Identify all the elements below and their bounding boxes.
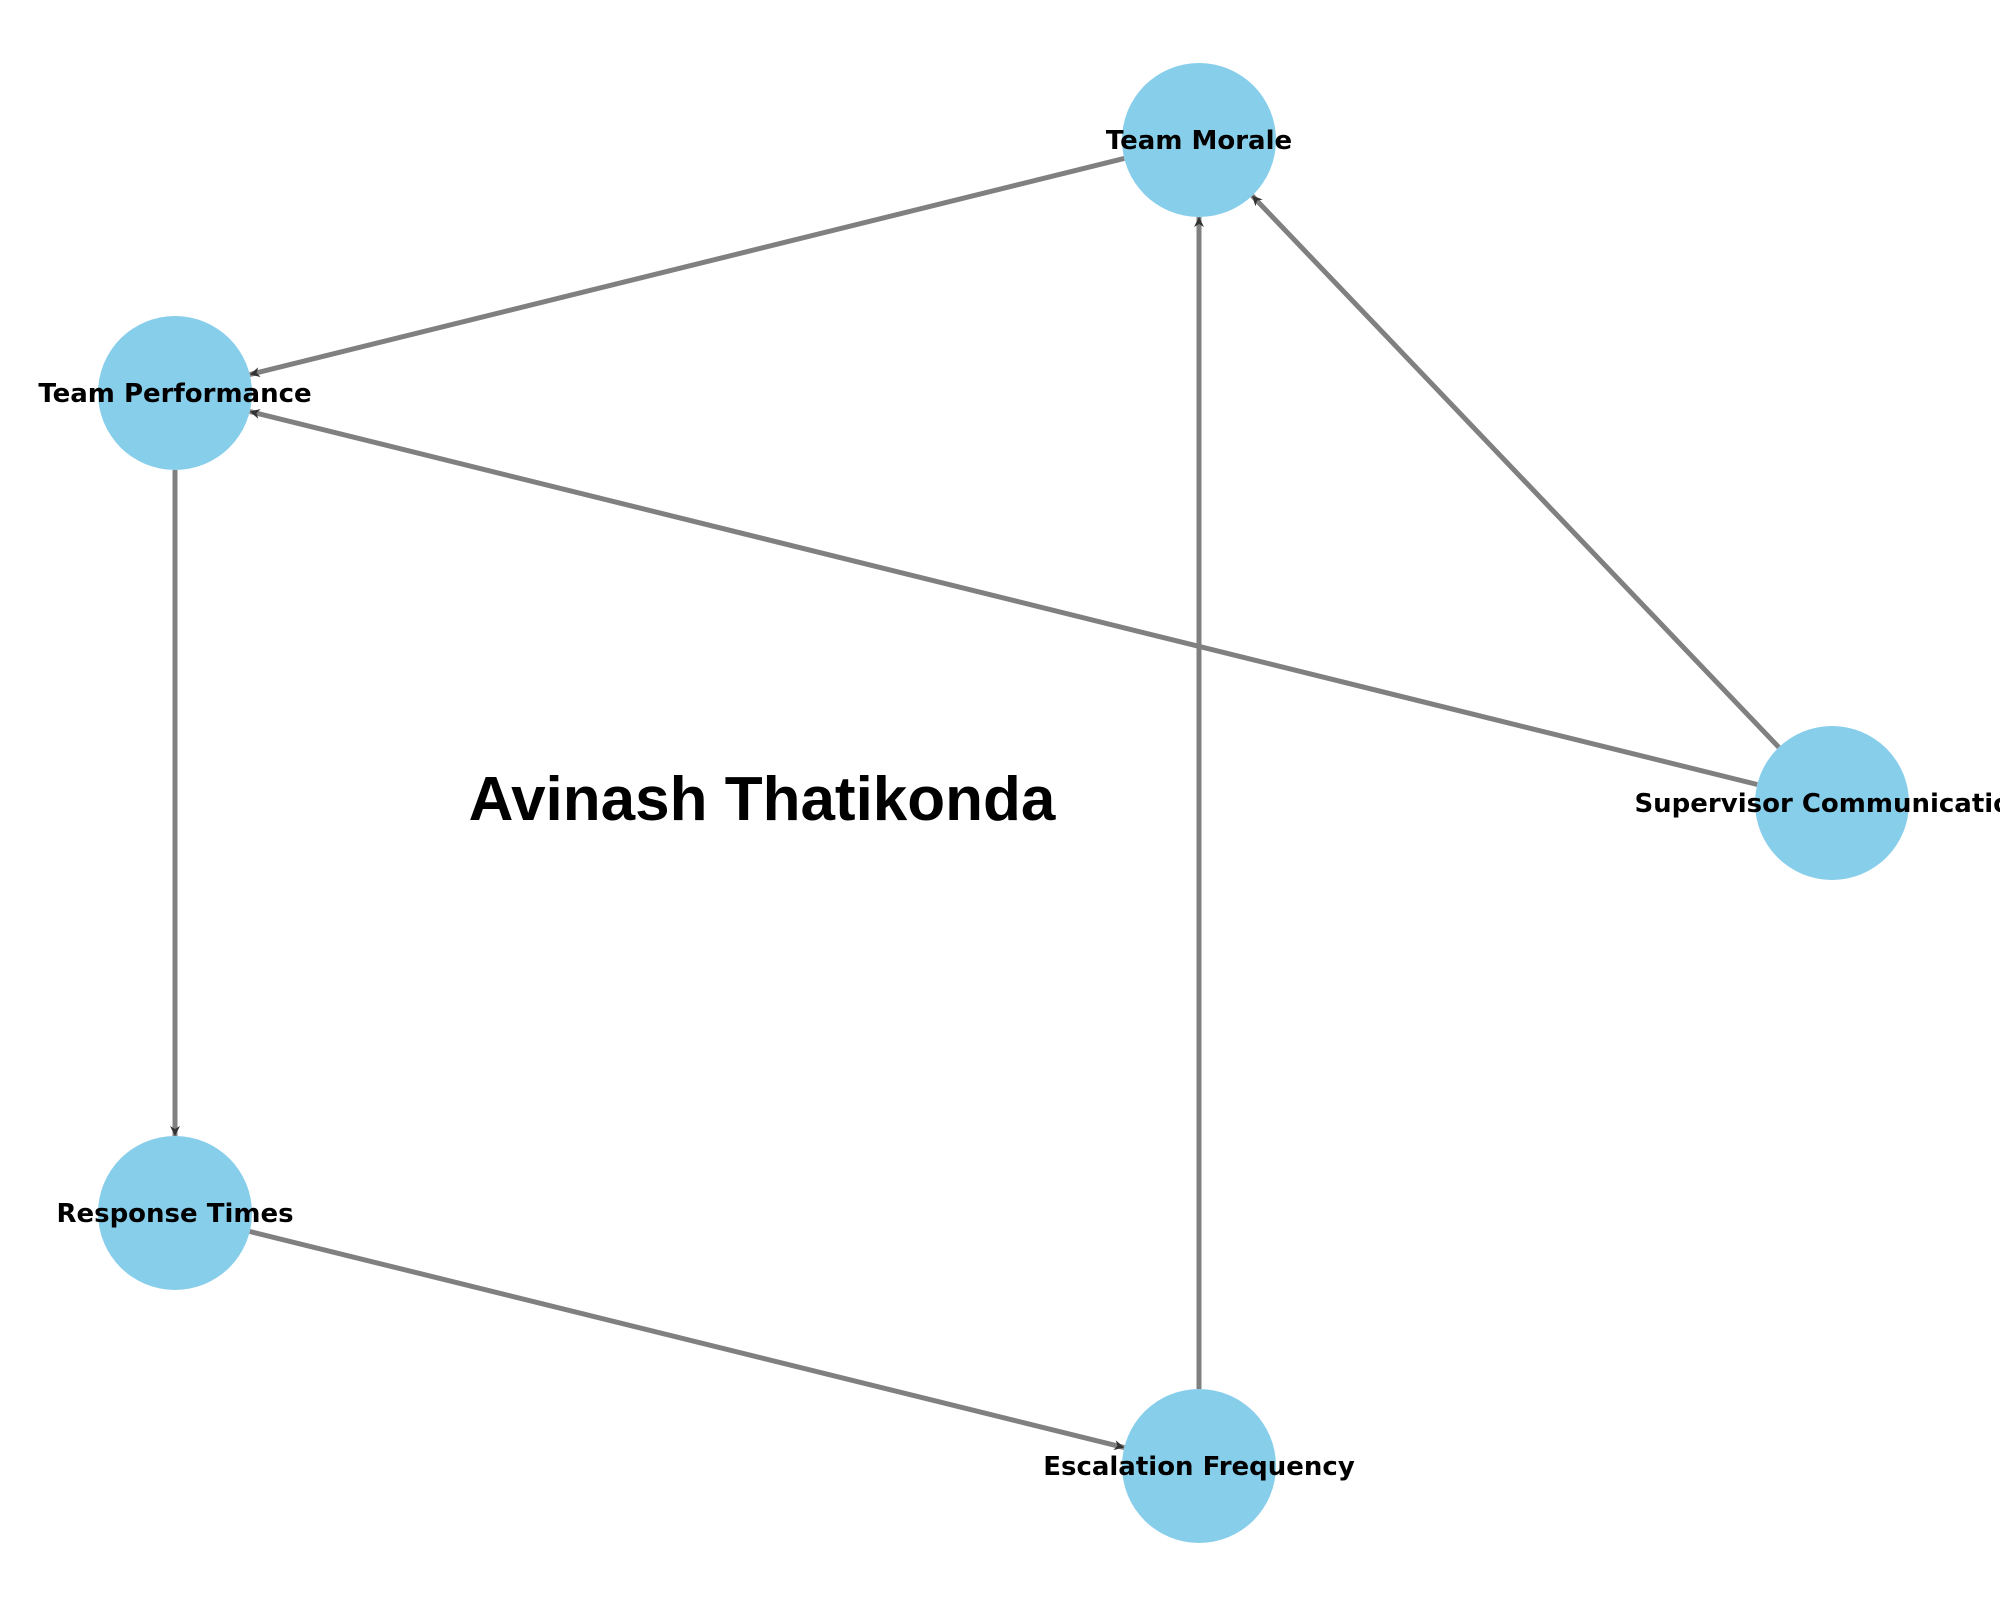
edge-supervisor-communication-to-team-morale [1250, 193, 1781, 750]
node-escalation-frequency [1122, 1389, 1276, 1543]
node-label-response-times: Response Times [56, 1199, 293, 1229]
edge-team-morale-to-team-performance [249, 156, 1125, 377]
node-label-team-morale: Team Morale [1106, 126, 1292, 156]
node-supervisor-communication [1755, 726, 1909, 880]
node-label-escalation-frequency: Escalation Frequency [1043, 1452, 1355, 1482]
edge-supervisor-communication-to-team-performance [249, 409, 1758, 787]
node-label-team-performance: Team Performance [38, 379, 311, 409]
node-team-morale [1122, 63, 1276, 217]
node-response-times [98, 1136, 252, 1290]
node-team-performance [98, 316, 252, 470]
edge-response-times-to-escalation-frequency [249, 1229, 1125, 1450]
edges-layer [170, 156, 1781, 1450]
watermark-text: Avinash Thatikonda [469, 765, 1056, 834]
nodes-layer [98, 63, 1909, 1543]
node-label-supervisor-communication: Supervisor Communication [1634, 789, 2000, 819]
